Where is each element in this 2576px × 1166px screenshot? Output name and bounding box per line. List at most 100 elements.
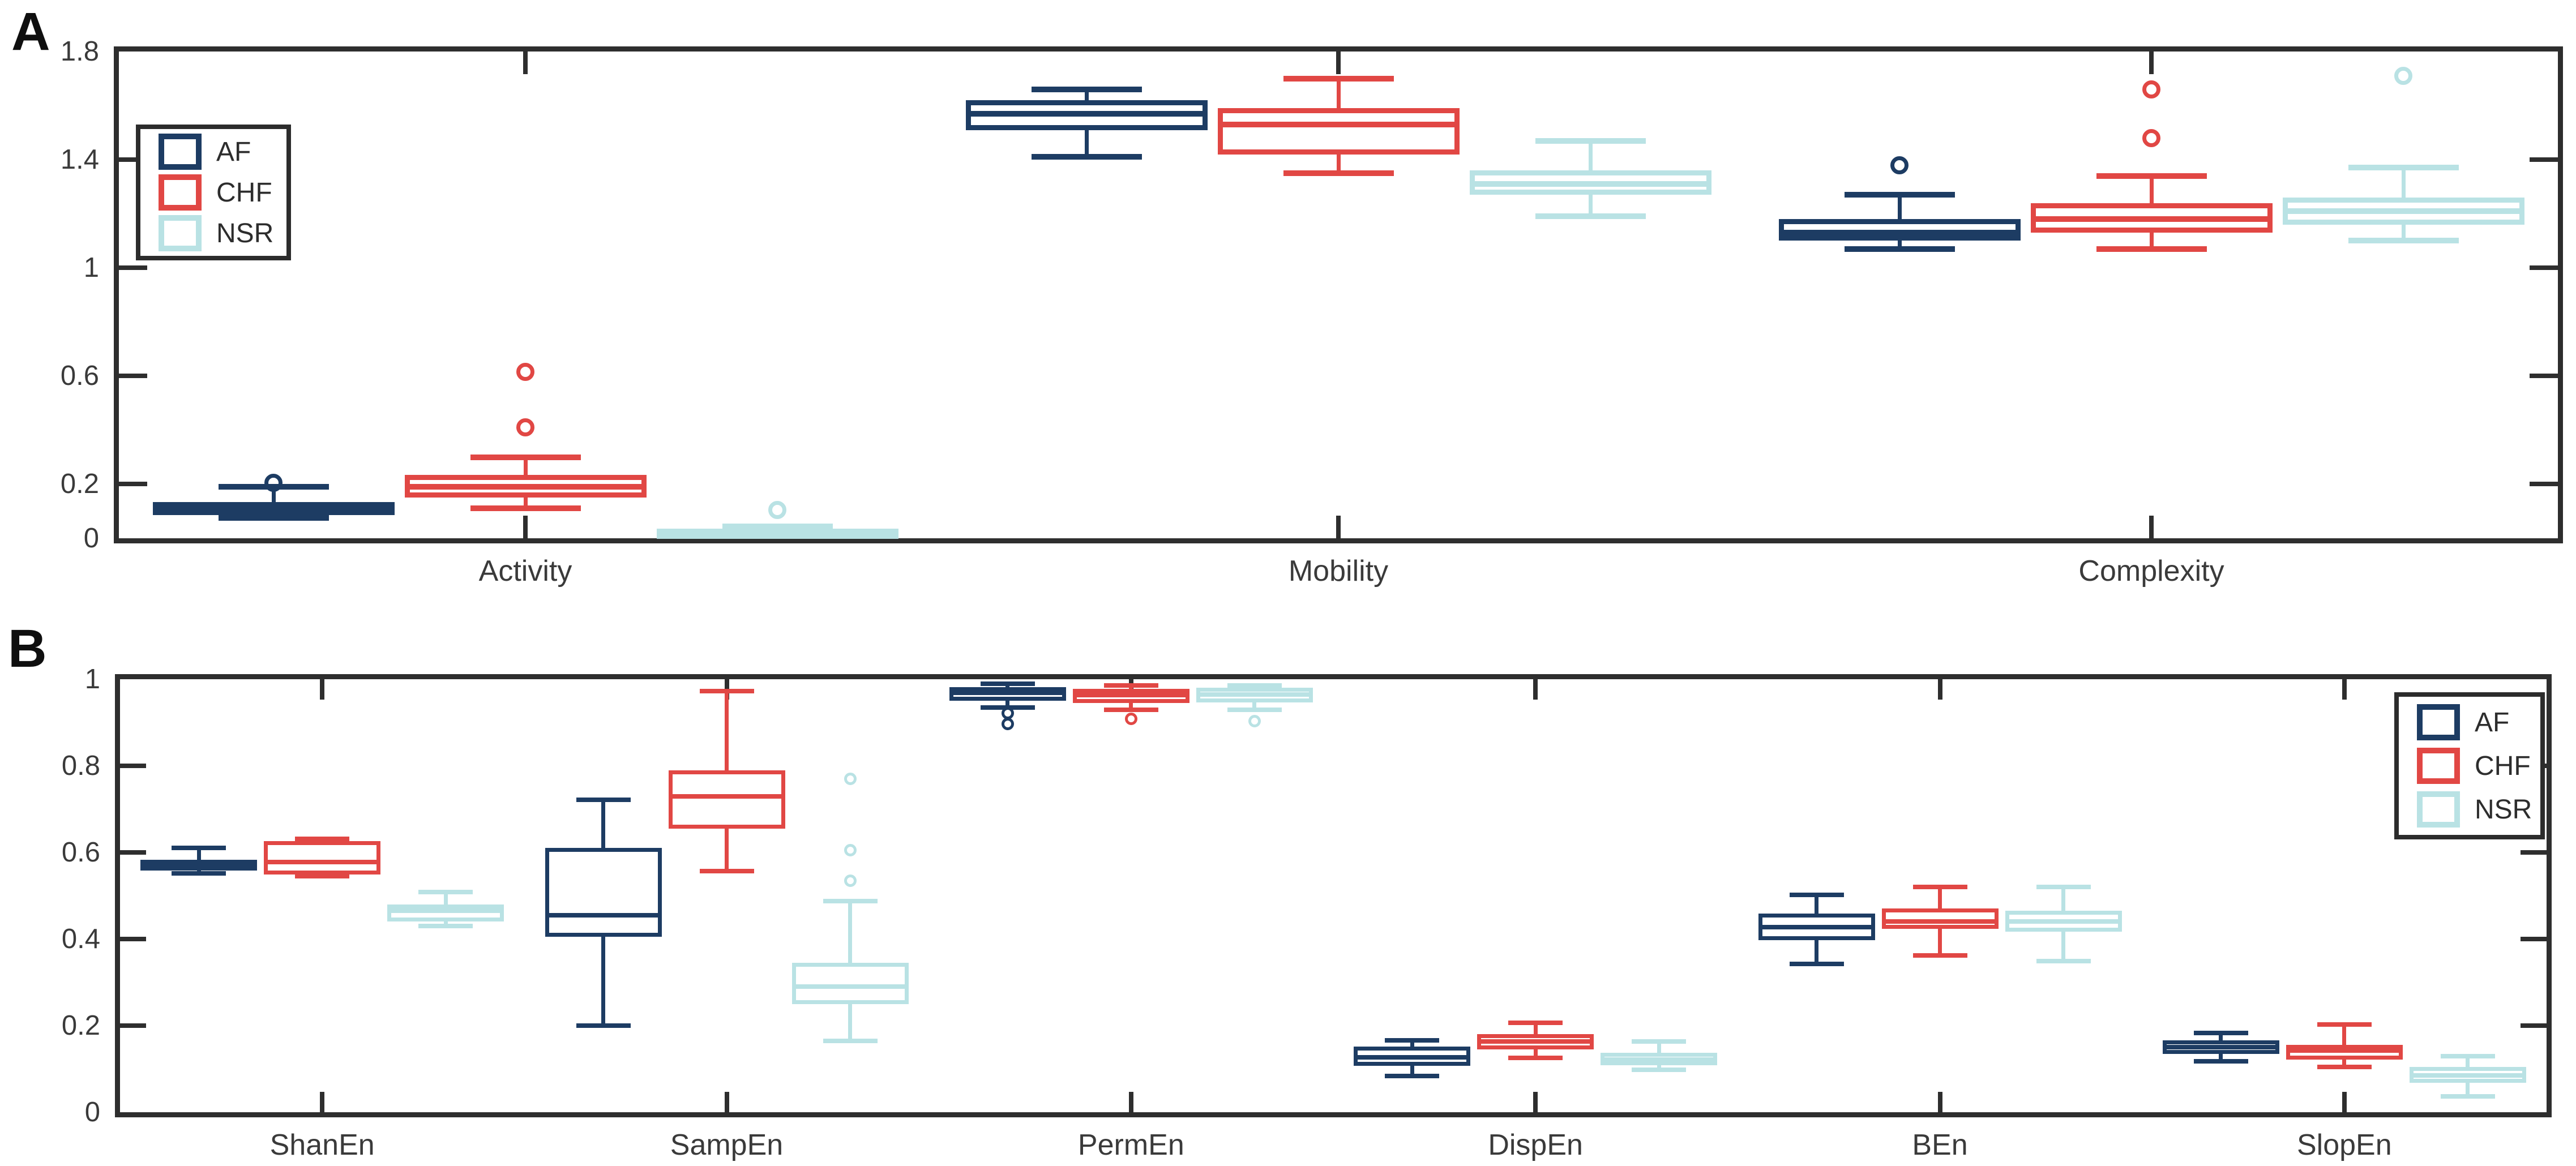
median-line: [1885, 919, 1995, 924]
whisker-cap-bottom: [576, 1023, 631, 1028]
outlier-point: [844, 874, 857, 887]
whisker-cap-bottom: [2317, 1064, 2372, 1069]
median-line: [1474, 181, 1706, 187]
legend-swatch-nsr: [2417, 791, 2460, 828]
box-rect: [264, 841, 381, 874]
median-line: [953, 691, 1062, 696]
whisker-cap-bottom: [1508, 1056, 1563, 1061]
whisker-cap-bottom: [470, 505, 581, 512]
legend-row: CHF: [2417, 748, 2540, 784]
y-tick-left: [119, 482, 147, 487]
median-line: [1200, 692, 1309, 697]
x-tick-bottom: [2342, 1092, 2347, 1112]
y-axis-tick-label: 1.8: [60, 36, 99, 67]
y-tick-left: [120, 937, 146, 941]
x-tick-top: [2149, 52, 2154, 74]
whisker-cap-top: [1535, 138, 1646, 144]
outlier-point: [2142, 80, 2160, 98]
x-tick-top: [320, 679, 325, 700]
outlier-point: [2394, 67, 2412, 85]
whisker-cap-bottom: [218, 515, 329, 521]
x-axis-category-label: Complexity: [2078, 555, 2224, 588]
median-line: [1481, 1039, 1590, 1044]
box-rect: [545, 848, 662, 937]
legend-swatch-chf: [159, 174, 202, 211]
whisker-cap-bottom: [2193, 1059, 2248, 1064]
median-line: [2166, 1045, 2275, 1050]
box-rect: [1881, 908, 1999, 929]
median-line: [2287, 208, 2519, 214]
legend-row: AF: [159, 134, 286, 170]
median-line: [661, 529, 893, 535]
y-tick-left: [120, 764, 146, 768]
x-tick-bottom: [320, 1092, 325, 1112]
y-tick-left: [119, 265, 147, 271]
outlier-point: [768, 500, 786, 519]
median-line: [157, 507, 390, 513]
whisker-cap-top: [1103, 683, 1158, 688]
whisker-cap-bottom: [172, 871, 226, 876]
whisker-cap-top: [2036, 885, 2091, 890]
y-axis-tick-label: 0.6: [60, 361, 99, 392]
x-tick-top: [2342, 679, 2347, 700]
box-rect: [668, 770, 785, 829]
y-axis-tick-label: 1.4: [60, 144, 99, 175]
x-tick-bottom: [1128, 1092, 1133, 1112]
whisker-cap-top: [1912, 885, 1967, 890]
panel-b-letter: B: [8, 619, 48, 679]
y-axis-tick-label: 0.4: [61, 924, 100, 954]
y-axis-tick-label: 1: [83, 252, 99, 284]
whisker-cap-bottom: [1912, 953, 1967, 958]
median-line: [1358, 1054, 1467, 1060]
outlier-point: [1890, 156, 1909, 174]
y-tick-left: [119, 374, 147, 379]
x-tick-top: [1937, 679, 1942, 700]
outlier-point: [1248, 715, 1261, 728]
whisker-cap-top: [295, 836, 350, 841]
whisker-cap-bottom: [1031, 154, 1142, 160]
y-axis-tick-label: 0.8: [61, 751, 100, 781]
median-line: [549, 912, 658, 918]
x-tick-bottom: [1937, 1092, 1942, 1112]
legend-label: CHF: [216, 177, 272, 208]
outlier-point: [844, 844, 857, 857]
x-tick-bottom: [523, 516, 528, 538]
x-tick-top: [1533, 679, 1538, 700]
outlier-point: [2142, 128, 2160, 147]
x-tick-top: [1336, 52, 1341, 74]
median-line: [2290, 1048, 2399, 1053]
whisker-cap-top: [2096, 173, 2207, 179]
whisker-cap-bottom: [418, 924, 473, 929]
legend-label: CHF: [2475, 751, 2531, 781]
median-line: [2035, 216, 2267, 222]
y-tick-right: [2530, 265, 2558, 271]
x-tick-bottom: [2149, 516, 2154, 538]
x-tick-top: [523, 52, 528, 74]
y-axis-tick-label: 0: [83, 523, 99, 554]
whisker-cap-top: [2348, 165, 2459, 171]
whisker-cap-top: [470, 454, 581, 460]
legend-swatch-af: [159, 134, 202, 170]
whisker-cap-top: [1844, 192, 1955, 198]
y-axis-tick-label: 0.2: [60, 469, 99, 500]
panel-a-plot-area: [114, 46, 2563, 543]
whisker-cap-bottom: [1844, 246, 1955, 252]
whisker-cap-top: [1227, 683, 1282, 688]
y-tick-right: [2521, 937, 2547, 941]
y-tick-right: [2521, 1023, 2547, 1028]
whisker-cap-bottom: [1385, 1073, 1440, 1078]
y-axis-tick-label: 0.2: [61, 1010, 100, 1041]
x-tick-bottom: [1336, 516, 1341, 538]
whisker-cap-bottom: [1283, 170, 1394, 176]
whisker-cap-bottom: [823, 1038, 878, 1043]
whisker-cap-top: [418, 890, 473, 895]
y-tick-left: [119, 157, 147, 162]
y-axis-tick-label: 0.6: [61, 837, 100, 868]
median-line: [409, 484, 641, 490]
x-axis-category-label: Mobility: [1288, 555, 1389, 588]
whisker-cap-top: [823, 898, 878, 903]
whisker-cap-bottom: [1535, 213, 1646, 220]
x-axis-category-label: PermEn: [1077, 1129, 1184, 1161]
legend-row: NSR: [2417, 791, 2540, 828]
